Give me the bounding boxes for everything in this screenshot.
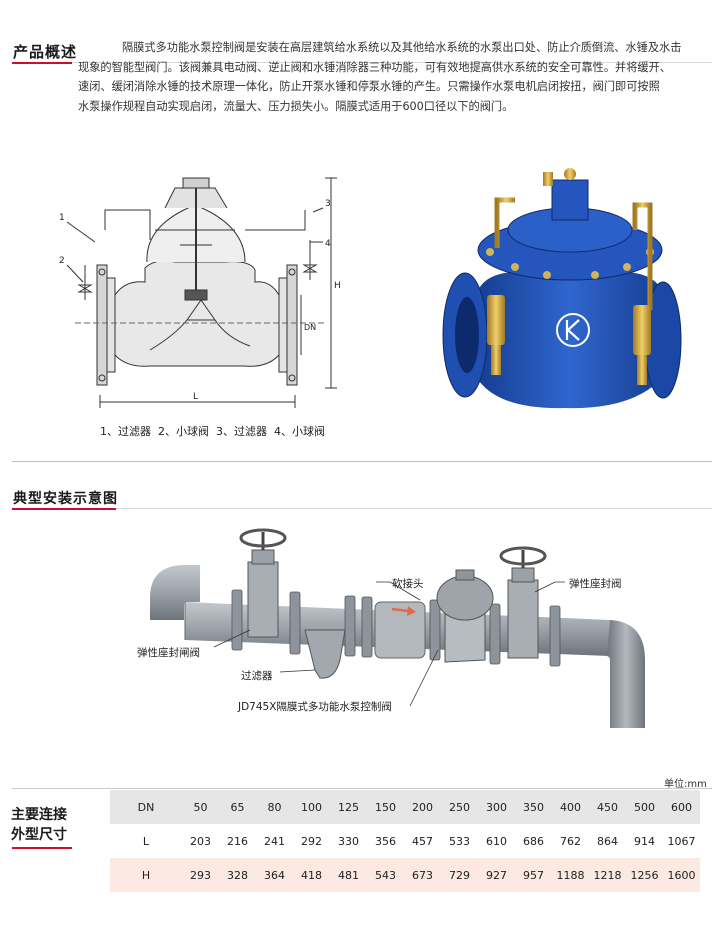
callout-2: 2 (59, 256, 65, 266)
cell: 500 (634, 800, 655, 814)
callout-3: 3 (325, 199, 331, 209)
cell: 450 (597, 800, 618, 814)
overview-text-rest: 现象的智能型阀门。该阀兼具电动阀、逆止阀和水锤消除器三种功能，可有效地提高供水系… (78, 58, 718, 117)
cell: 914 (634, 834, 655, 848)
cell: 125 (338, 800, 359, 814)
cell: 330 (338, 834, 359, 848)
cell: 328 (227, 868, 248, 882)
cell: 673 (412, 868, 433, 882)
overview-line-4: 水泵操作规程自动实现启闭，流量大、压力损失小。隔膜式适用于600口径以下的阀门。 (78, 99, 514, 113)
cell: 1067 (667, 834, 696, 848)
valve-product-image (442, 168, 682, 409)
dims-top-rule (12, 788, 712, 789)
label-gate-left: 弹性座封闸阀 (137, 647, 200, 659)
cell: 1188 (556, 868, 585, 882)
cell: 1218 (593, 868, 622, 882)
cell: 203 (190, 834, 211, 848)
cell: 610 (486, 834, 507, 848)
installation-diagram (150, 528, 645, 728)
dim-DN: DN (304, 323, 316, 332)
cell: 1256 (630, 868, 659, 882)
cell: 457 (412, 834, 433, 848)
row-label: L (142, 834, 150, 848)
row-label: H (141, 868, 151, 882)
cell: 686 (523, 834, 544, 848)
cell: 533 (449, 834, 470, 848)
cell: 65 (230, 800, 245, 814)
dims-title-line-1: 主要连接 (11, 807, 67, 823)
cell: 100 (301, 800, 322, 814)
cell: 1600 (667, 868, 696, 882)
cell: 241 (264, 834, 285, 848)
overview-text: 隔膜式多功能水泵控制阀是安装在高层建筑给水系统以及其他给水系统的水泵出口处、防止… (122, 38, 712, 58)
label-gate-right: 弹性座封阀 (569, 578, 622, 590)
cell: 292 (301, 834, 322, 848)
overview-line-2: 现象的智能型阀门。该阀兼具电动阀、逆止阀和水锤消除器三种功能，可有效地提高供水系… (78, 60, 671, 74)
row-label: DN (137, 800, 155, 814)
overview-title: 产品概述 (13, 43, 78, 61)
cell: 250 (449, 800, 470, 814)
dimensions-table: DN 50 65 80 100 125 150 200 250 300 350 … (110, 790, 700, 892)
cell: 864 (597, 834, 618, 848)
cell: 729 (449, 868, 470, 882)
dims-title-line-2: 外型尺寸 (11, 827, 67, 843)
dims-title: 主要连接 外型尺寸 (11, 805, 67, 845)
cell: 957 (523, 868, 544, 882)
cell: 293 (190, 868, 211, 882)
cell: 300 (486, 800, 507, 814)
valve-section-drawing: 1 2 3 4 L H DN (59, 177, 341, 408)
cell: 50 (193, 800, 208, 814)
label-control-valve: JD745X隔膜式多功能水泵控制阀 (238, 701, 392, 713)
cell: 543 (375, 868, 396, 882)
dim-H: H (334, 281, 341, 291)
cell: 80 (267, 800, 282, 814)
cell: 216 (227, 834, 248, 848)
cell: 350 (523, 800, 544, 814)
overview-line-1: 隔膜式多功能水泵控制阀是安装在高层建筑给水系统以及其他给水系统的水泵出口处、防止… (122, 41, 682, 54)
row-h: H 293 328 364 418 481 543 673 729 927 95… (110, 858, 700, 892)
cell: 400 (560, 800, 581, 814)
overview-line-3: 速闭、缓闭消除水锤的技术原理一体化，防止开泵水锤和停泵水锤的产生。只需操作水泵电… (78, 80, 660, 93)
cell: 150 (375, 800, 396, 814)
callout-1: 1 (59, 213, 65, 223)
cell: 600 (671, 800, 692, 814)
cell: 418 (301, 868, 322, 882)
dim-L: L (193, 392, 198, 402)
cell: 762 (560, 834, 581, 848)
unit-label: 单位:mm (664, 779, 707, 790)
install-rule (116, 508, 712, 509)
diagram-caption: 1、过滤器 2、小球阀 3、过滤器 4、小球阀 (100, 425, 325, 438)
callout-4: 4 (325, 239, 331, 249)
cell: 356 (375, 834, 396, 848)
cell: 364 (264, 868, 285, 882)
label-soft-joint: 软接头 (392, 578, 424, 590)
dims-title-underline (12, 847, 72, 849)
section-divider (12, 461, 712, 462)
overview-rule (72, 62, 712, 63)
row-l: L 203 216 241 292 330 356 457 533 610 68… (110, 824, 700, 858)
cell: 927 (486, 868, 507, 882)
label-strainer: 过滤器 (241, 670, 273, 682)
row-dn: DN 50 65 80 100 125 150 200 250 300 350 … (110, 790, 700, 824)
cell: 481 (338, 868, 359, 882)
install-title-underline (12, 508, 116, 510)
install-title: 典型安装示意图 (13, 491, 118, 507)
overview-title-underline (12, 62, 72, 64)
cell: 200 (412, 800, 433, 814)
